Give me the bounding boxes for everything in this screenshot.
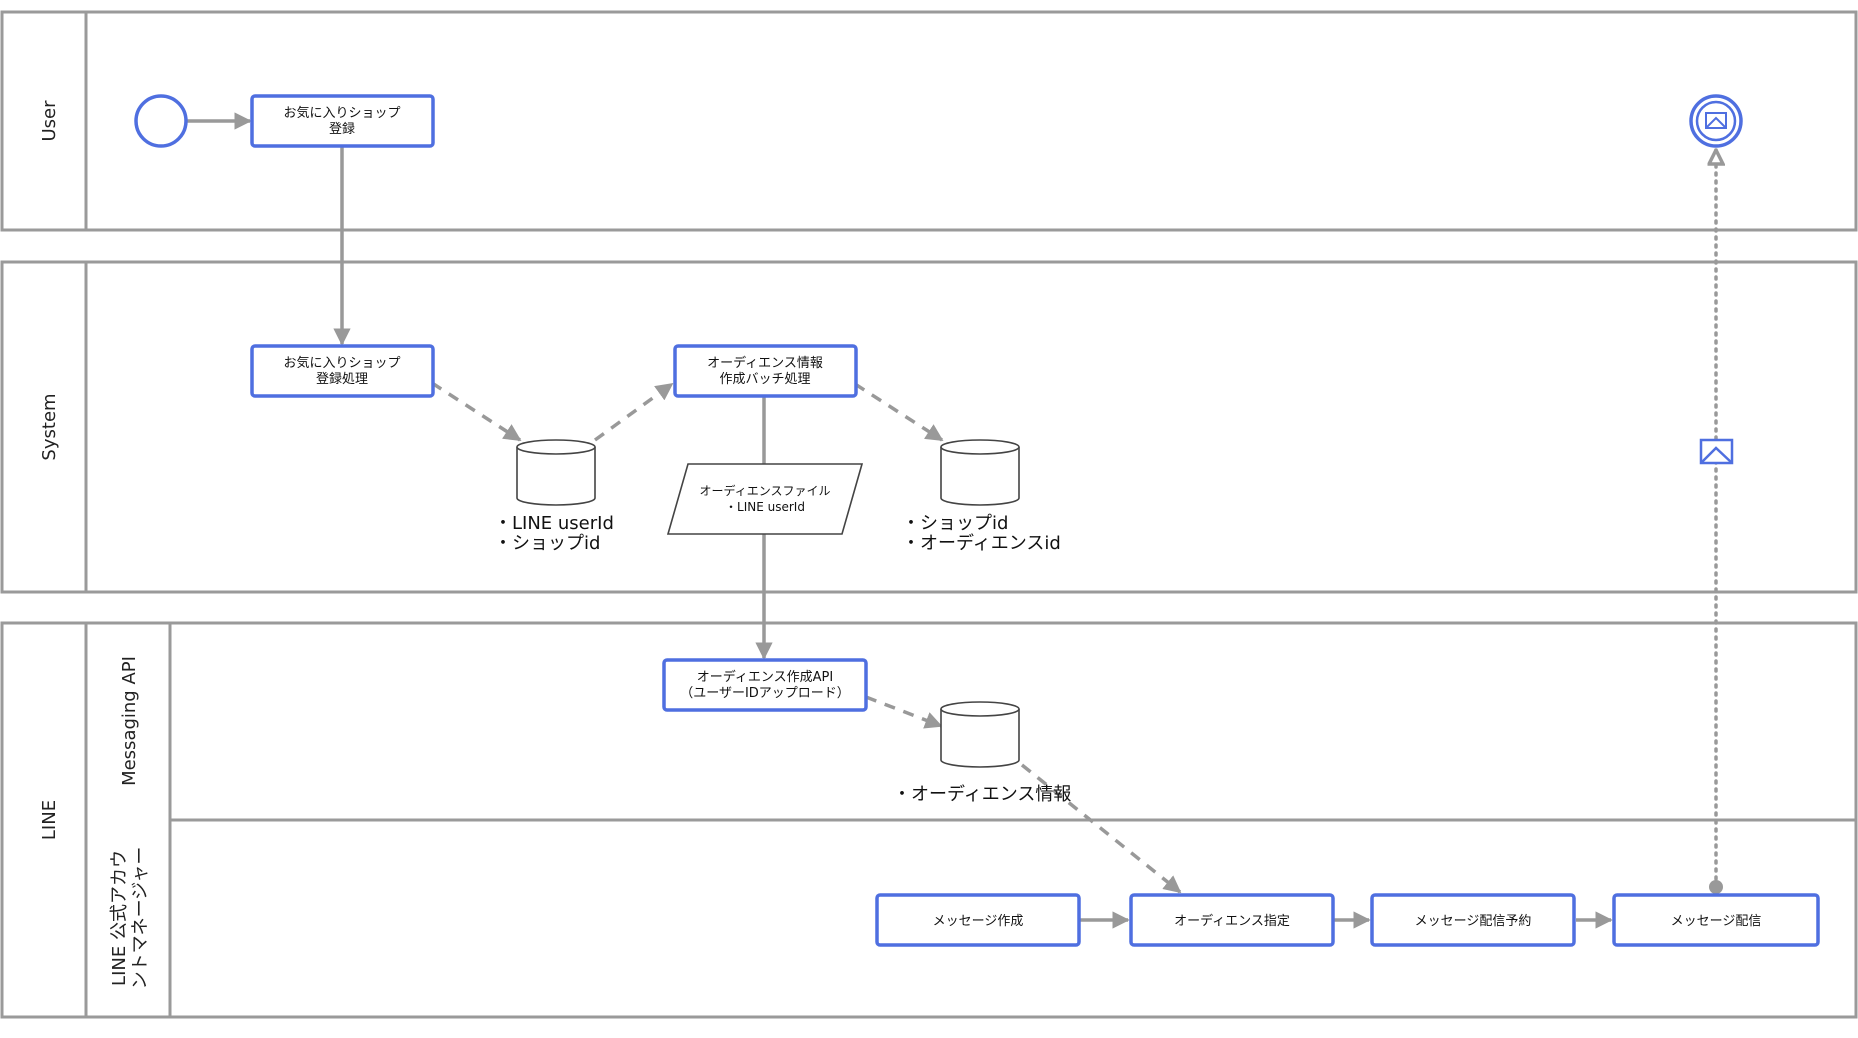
start-event: [134, 94, 188, 148]
data-store-audience-info: ・オーディエンス情報: [893, 701, 1071, 805]
end-event-message: [1689, 94, 1743, 148]
task-fav-register-proc[interactable]: お気に入りショップ 登録処理: [250, 344, 435, 398]
task-fav-register[interactable]: お気に入りショップ 登録: [250, 94, 435, 148]
task-message-schedule[interactable]: メッセージ配信予約: [1370, 893, 1576, 947]
task-audience-batch[interactable]: オーディエンス情報 作成バッチ処理: [673, 344, 858, 398]
task-label: オーディエンス作成API: [697, 669, 833, 685]
data-store-user-shop: ・LINE userId ・ショップid: [494, 439, 614, 554]
task-audience-api[interactable]: オーディエンス作成API （ユーザーIDアップロード）: [662, 658, 868, 712]
pool-label-user: User: [39, 100, 60, 142]
task-message-create[interactable]: メッセージ作成: [875, 893, 1081, 947]
data-store-label: ・オーディエンス情報: [893, 784, 1071, 805]
data-store-label: ・ショップid: [494, 533, 600, 554]
assoc-proc-to-store1: [431, 381, 522, 442]
assoc-store1-to-batch: [593, 382, 674, 442]
task-audience-select[interactable]: オーディエンス指定: [1129, 893, 1335, 947]
pool-label-system: System: [39, 393, 60, 460]
pool-line: LINE Messaging API LINE 公式アカウ ントマネージャー: [0, 621, 1858, 1019]
message-flow-origin-dot: [1709, 880, 1723, 894]
connectors: [187, 112, 1723, 929]
task-label: 作成バッチ処理: [719, 372, 810, 387]
lane-label-oa-manager-1: LINE 公式アカウ: [109, 850, 130, 986]
task-label: メッセージ作成: [933, 914, 1024, 929]
pool-label-line: LINE: [39, 800, 60, 840]
task-label: お気に入りショップ: [283, 355, 400, 371]
task-label: （ユーザーIDアップロード）: [680, 686, 850, 701]
task-label: 登録処理: [316, 372, 368, 387]
assoc-api-to-store3: [865, 695, 943, 729]
lane-label-messaging-api: Messaging API: [119, 656, 140, 786]
assoc-store3-to-audience-select: [1020, 763, 1182, 894]
data-store-label: ・LINE userId: [494, 513, 614, 534]
task-label: メッセージ配信予約: [1415, 914, 1532, 929]
data-object-label: ・LINE userId: [725, 500, 805, 514]
assoc-batch-to-store2: [854, 382, 944, 442]
task-label: 登録: [329, 122, 355, 137]
data-object-label: オーディエンスファイル: [700, 483, 831, 498]
task-label: オーディエンス指定: [1174, 913, 1290, 929]
task-label: オーディエンス情報: [707, 355, 823, 371]
message-envelope: [1699, 438, 1734, 465]
data-store-shop-audience: ・ショップid ・オーディエンスid: [902, 439, 1061, 554]
task-label: お気に入りショップ: [283, 105, 400, 121]
data-store-label: ・オーディエンスid: [902, 533, 1061, 554]
data-object-audience-file: オーディエンスファイル ・LINE userId: [666, 463, 864, 535]
lane-label-oa-manager-2: ントマネージャー: [130, 847, 151, 990]
task-label: メッセージ配信: [1671, 914, 1762, 929]
data-store-label: ・ショップid: [902, 513, 1008, 534]
task-message-deliver[interactable]: メッセージ配信: [1612, 893, 1820, 947]
